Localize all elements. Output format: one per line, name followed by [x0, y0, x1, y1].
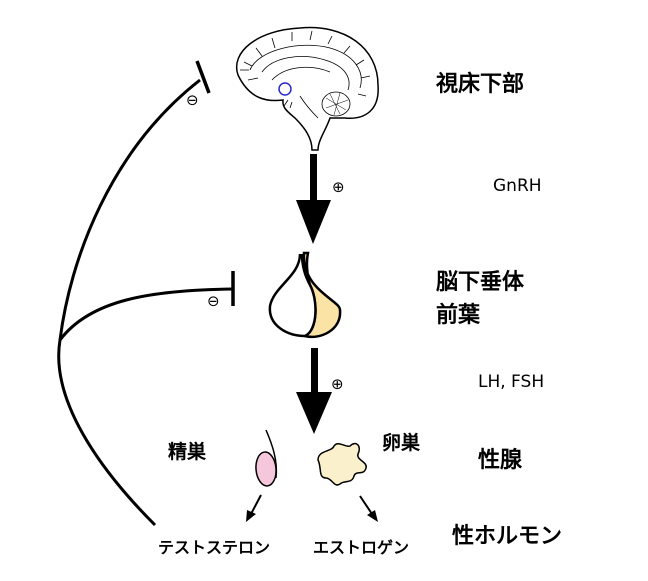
label-testis: 精巣: [168, 441, 207, 463]
brain-icon: [235, 26, 379, 151]
inhibition-sign-pituitary: ⊖: [207, 292, 220, 310]
label-lh-fsh: LH, FSH: [478, 372, 545, 392]
hypothalamus-marker: [278, 82, 292, 96]
label-pituitary-line2: 前葉: [436, 303, 481, 328]
label-estrogen: エストロゲン: [313, 538, 410, 557]
feedback-line-pituitary: [58, 287, 235, 341]
ovary-icon: [317, 442, 367, 486]
feedback-line-hypothalamus: [57, 78, 201, 527]
stimulation-sign-gnrh: ⊕: [332, 178, 345, 196]
pituitary-posterior: [268, 253, 317, 338]
stimulation-arrow-lh-fsh: [296, 348, 332, 434]
inhibition-bar-hypothalamus: [195, 60, 211, 94]
pituitary-icon: [268, 251, 342, 339]
label-pituitary-line1: 脳下垂体: [436, 270, 525, 295]
label-testosterone: テストステロン: [158, 538, 271, 557]
stimulation-sign-lh-fsh: ⊕: [331, 375, 344, 393]
inhibition-sign-hypothalamus: ⊖: [186, 91, 199, 109]
label-gnrh: GnRH: [493, 176, 542, 196]
label-ovary: 卵巣: [382, 432, 421, 454]
label-gonads: 性腺: [478, 448, 523, 473]
negative-feedback-loop: [57, 78, 235, 527]
stimulation-arrow-gnrh: [296, 154, 331, 244]
estrogen-arrow: [359, 495, 378, 522]
label-hypothalamus: 視床下部: [436, 72, 525, 97]
label-sex-hormones: 性ホルモン: [452, 524, 563, 549]
testis-icon: [255, 429, 278, 487]
testosterone-arrow: [246, 494, 262, 522]
